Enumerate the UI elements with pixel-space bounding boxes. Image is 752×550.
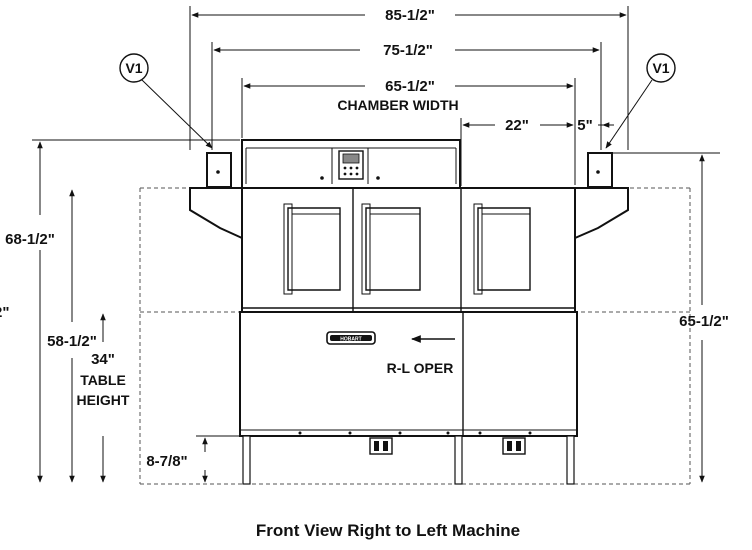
dim-overall-width: 85-1/2" xyxy=(189,6,629,150)
table-height-line1: TABLE xyxy=(80,372,126,388)
right-wing xyxy=(574,187,629,240)
brand-label: HOBART xyxy=(340,337,361,343)
height-mid-text: 58-1/2" xyxy=(47,333,97,350)
dim-offset: 5" xyxy=(577,117,614,134)
offset-text: 5" xyxy=(577,117,592,134)
diagram-caption: Front View Right to Left Machine xyxy=(256,521,520,540)
left-wing xyxy=(189,187,243,240)
pump-right xyxy=(502,437,526,455)
dim-height-right: 65-1/2" xyxy=(612,152,729,483)
door-window-right xyxy=(473,203,531,295)
legs xyxy=(242,435,575,485)
dim-height-mid: 58-1/2" xyxy=(47,189,97,483)
foot-height-text: 8-7/8" xyxy=(146,453,187,470)
dim-chamber-width: 65-1/2" CHAMBER WIDTH xyxy=(241,78,576,185)
height-total-text: 68-1/2" xyxy=(5,231,55,248)
control-panel xyxy=(338,150,364,180)
chamber-width-value: 65-1/2" xyxy=(385,78,435,95)
door-window-left xyxy=(283,203,341,295)
dim-section-width: 22" xyxy=(460,117,574,186)
brand-badge: HOBART xyxy=(326,331,376,345)
dim-mid-width: 75-1/2" xyxy=(211,42,602,150)
right-vent-stack xyxy=(587,152,613,188)
mid-width-text: 75-1/2" xyxy=(383,42,433,59)
chamber-width-label: CHAMBER WIDTH xyxy=(337,97,458,113)
dim-foot-height: 8-7/8" xyxy=(146,435,242,483)
callout-right-text: V1 xyxy=(652,60,669,76)
lower-cabinet xyxy=(239,311,578,437)
callout-left-text: V1 xyxy=(125,60,142,76)
overall-width-text: 85-1/2" xyxy=(385,7,435,24)
height-right-text: 65-1/2" xyxy=(679,313,729,330)
table-height-value: 34" xyxy=(91,351,115,368)
left-vent-stack xyxy=(206,152,232,188)
callout-left: V1 xyxy=(119,53,213,149)
height-partial-text: 2" xyxy=(0,304,9,321)
table-height-line2: HEIGHT xyxy=(77,392,130,408)
dim-table-height: 34" TABLE HEIGHT xyxy=(77,313,130,483)
door-window-center xyxy=(361,203,421,295)
section-width-text: 22" xyxy=(505,117,529,134)
direction-label: R-L OPER xyxy=(387,360,454,376)
callout-right: V1 xyxy=(605,53,676,149)
pump-left xyxy=(369,437,393,455)
dim-height-total: 68-1/2" xyxy=(5,139,240,483)
